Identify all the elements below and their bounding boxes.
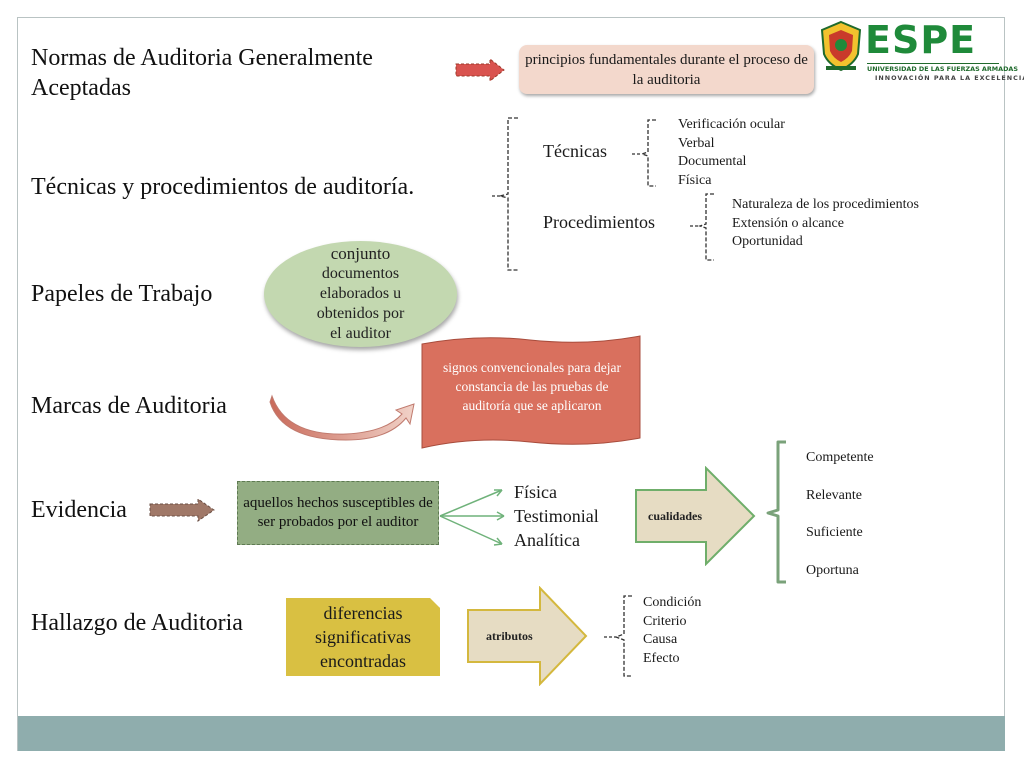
footer-band [18,716,1005,751]
cualidades-bracket [766,440,786,584]
tecnicas-list: Verificación ocular Verbal Documental Fí… [678,116,785,191]
evidencia-type: Analítica [514,530,580,550]
evidencia-definition-box: aquellos hechos susceptibles de ser prob… [237,481,439,545]
normas-definition-text: principios fundamentales durante el proc… [525,51,808,88]
atributo-item: Efecto [643,651,680,667]
marcas-scroll-text: signos convencionales para dejar constan… [442,360,622,413]
procedimientos-item: Naturaleza de los procedimientos [732,197,919,212]
atributos-label: atributos [486,629,533,643]
tecnicas-main-bracket [492,117,518,271]
logo-line2: INNOVACIÓN PARA LA EXCELENCIA [875,74,1024,82]
atributos-list: Condición Criterio Causa Efecto [643,594,701,669]
papeles-oval-text: conjunto documentos elaborados u obtenid… [296,244,426,344]
marcas-curved-arrow-icon [269,394,415,441]
evidencia-definition-text: aquellos hechos susceptibles de ser prob… [243,495,433,530]
logo-line1: UNIVERSIDAD DE LAS FUERZAS ARMADAS [867,65,1018,73]
logo-divider [867,63,999,64]
cualidad-item: Competente [806,450,874,465]
evidencia-type: Física [514,482,557,502]
tecnicas-item: Verbal [678,135,715,151]
tecnicas-item: Verificación ocular [678,117,785,132]
papeles-line: obtenidos por [316,305,405,322]
tecnicas-item: Documental [678,154,747,170]
evidencia-branch-arrows [439,489,505,546]
cualidad-item: Relevante [806,488,862,503]
tecnicas-item: Física [678,173,712,189]
tecnicas-bracket [632,119,656,187]
heading-tecnicas: Técnicas y procedimientos de auditoría. [31,174,415,200]
procedimientos-label: Procedimientos [543,212,655,232]
papeles-oval: conjunto documentos elaborados u obtenid… [264,241,457,347]
atributos-arrow-shape [467,586,588,686]
procedimientos-list: Naturaleza de los procedimientos Extensi… [732,196,919,252]
papeles-line: elaborados u [319,285,402,302]
espe-logo: ESPE UNIVERSIDAD DE LAS FUERZAS ARMADAS … [818,18,1024,82]
atributo-item: Causa [643,632,678,648]
heading-marcas: Marcas de Auditoria [31,393,227,419]
procedimientos-item: Oportunidad [732,234,803,250]
espe-seal-icon [820,20,862,72]
papeles-line: conjunto [330,244,391,263]
logo-name: ESPE [865,18,977,62]
heading-papeles: Papeles de Trabajo [31,281,213,307]
hallazgo-definition-box: diferencias significativas encontradas [286,598,440,676]
heading-hallazgo: Hallazgo de Auditoria [31,610,243,636]
normas-arrow-icon [455,58,505,82]
heading-evidencia: Evidencia [31,497,127,523]
marcas-scroll-shape [421,335,641,449]
hallazgo-definition-text: diferencias significativas encontradas [315,603,411,671]
evidencia-type: Testimonial [514,506,599,526]
atributo-item: Condición [643,595,702,610]
atributos-bracket [604,595,632,677]
evidencia-types: Física Testimonial Analítica [514,480,599,552]
heading-normas: Normas de Auditoria Generalmente Aceptad… [31,45,373,101]
cualidades-arrow-shape [635,466,756,566]
tecnicas-label: Técnicas [543,141,607,161]
cualidades-label: cualidades [648,509,703,523]
evidencia-arrow-icon [149,498,215,522]
papeles-line: documentos [321,265,400,282]
procedimientos-bracket [690,193,714,261]
atributo-item: Criterio [643,613,687,629]
cualidad-item: Oportuna [806,563,859,578]
cualidad-item: Suficiente [806,525,863,540]
papeles-line: el auditor [330,325,391,342]
procedimientos-item: Extensión o alcance [732,215,844,231]
normas-definition-box: principios fundamentales durante el proc… [519,45,814,94]
